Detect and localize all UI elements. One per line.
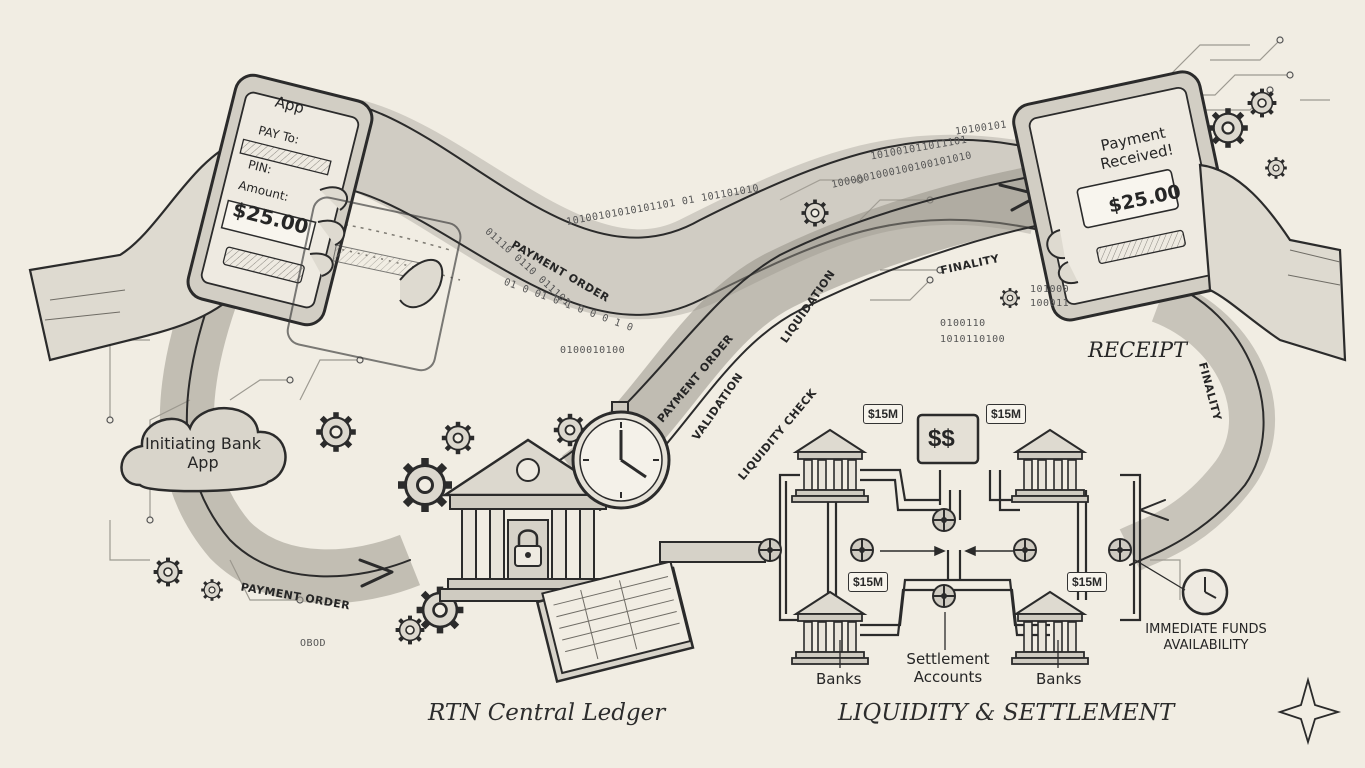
clock-icon <box>1134 559 1229 616</box>
leader-lines <box>839 612 1059 668</box>
receiver-hand-icon <box>1046 163 1347 362</box>
cloud-label: Initiating Bank App <box>144 434 262 472</box>
ledger-caption: RTN Central Ledger <box>428 700 666 726</box>
banks-label-right: Banks <box>1036 670 1082 688</box>
balance-tag: $15M <box>986 404 1027 424</box>
settlement-cash-symbol: $$ <box>928 425 955 452</box>
padlock-icon <box>514 529 542 567</box>
pipe-network-icon <box>659 468 1142 637</box>
mirrored-phone-sketch <box>286 196 462 372</box>
cloud-icon <box>120 406 287 493</box>
binary-string: OBOD <box>300 638 327 649</box>
binary-string: 0100010100 <box>560 345 626 356</box>
banks-label-left: Banks <box>816 670 862 688</box>
balance-tag: $15M <box>863 404 904 424</box>
binary-string: 1010110100 <box>940 334 1006 345</box>
sparkle-icon <box>1277 676 1342 746</box>
binary-string: 0100110 <box>940 318 986 329</box>
immediate-funds-label: IMMEDIATE FUNDS AVAILABILITY <box>1145 622 1267 653</box>
left-hand-grip <box>399 259 444 309</box>
receiver-tablet-icon <box>1012 70 1241 322</box>
receipt-label: RECEIPT <box>1088 338 1187 362</box>
valve-icon <box>758 508 1132 608</box>
settlement-accounts-label: Settlement Accounts <box>906 650 990 686</box>
stopwatch-icon <box>571 401 671 510</box>
settlement-cash-box <box>916 413 980 465</box>
balance-tag: $15M <box>1067 572 1108 592</box>
balance-tag: $15M <box>848 572 889 592</box>
binary-string: 101000 <box>1030 284 1070 295</box>
binary-string: 100011 <box>1030 298 1070 309</box>
ledger-book-icon <box>535 560 695 683</box>
liquidity-caption: LIQUIDITY & SETTLEMENT <box>838 700 1175 726</box>
